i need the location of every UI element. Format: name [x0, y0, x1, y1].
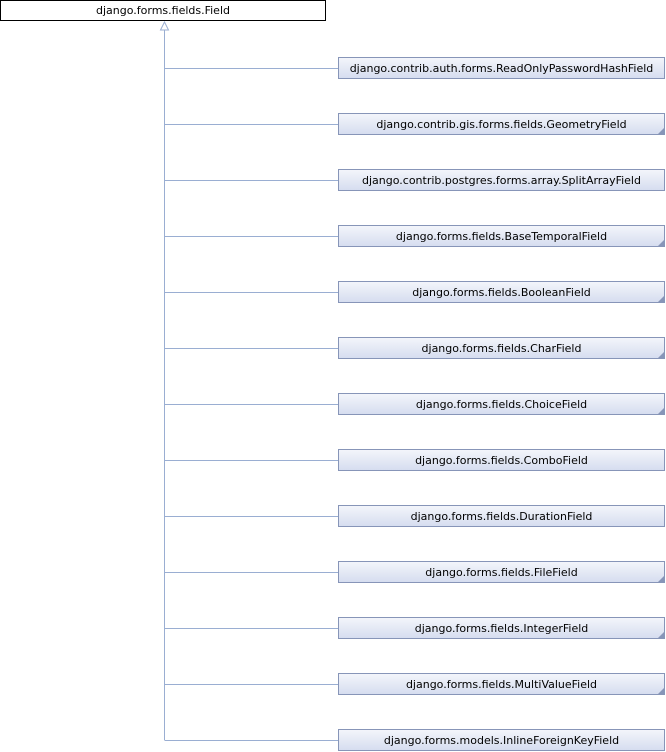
inheritance-arrowhead — [159, 20, 170, 31]
subclass-label: django.forms.fields.BaseTemporalField — [395, 229, 608, 243]
subclass-label: django.forms.fields.FileField — [425, 565, 578, 579]
subclass-box[interactable]: django.forms.fields.ChoiceField — [338, 393, 665, 415]
subclass-label: django.forms.models.InlineForeignKeyFiel… — [383, 733, 620, 747]
subclass-label: django.forms.fields.ChoiceField — [415, 397, 588, 411]
subclass-box[interactable]: django.contrib.postgres.forms.array.Spli… — [338, 169, 665, 191]
subclass-box[interactable]: django.forms.fields.MultiValueField — [338, 673, 665, 695]
subclass-box[interactable]: django.forms.fields.DurationField — [338, 505, 665, 527]
subclass-box[interactable]: django.contrib.gis.forms.fields.Geometry… — [338, 113, 665, 135]
base-class-label: django.forms.fields.Field — [96, 4, 230, 17]
subclass-box[interactable]: django.forms.models.InlineForeignKeyFiel… — [338, 729, 665, 751]
subclass-box[interactable]: django.forms.fields.CharField — [338, 337, 665, 359]
subclass-label: django.forms.fields.MultiValueField — [405, 677, 598, 691]
subclass-box[interactable]: django.forms.fields.ComboField — [338, 449, 665, 471]
subclass-label: django.contrib.postgres.forms.array.Spli… — [362, 173, 641, 187]
subclass-box[interactable]: django.forms.fields.BooleanField — [338, 281, 665, 303]
subclass-label: django.forms.fields.BooleanField — [412, 285, 591, 299]
subclass-label: django.forms.fields.CharField — [421, 341, 582, 355]
subclass-label: django.contrib.gis.forms.fields.Geometry… — [376, 117, 627, 131]
subclass-label: django.forms.fields.IntegerField — [414, 621, 589, 635]
subclass-box[interactable]: django.contrib.auth.forms.ReadOnlyPasswo… — [338, 57, 665, 79]
base-class-field[interactable]: django.forms.fields.Field — [0, 0, 326, 21]
subclass-label: django.contrib.auth.forms.ReadOnlyPasswo… — [349, 61, 654, 75]
subclass-label: django.forms.fields.DurationField — [410, 509, 593, 523]
subclass-label: django.forms.fields.ComboField — [415, 453, 588, 467]
subclass-box[interactable]: django.forms.fields.FileField — [338, 561, 665, 583]
subclass-box[interactable]: django.forms.fields.IntegerField — [338, 617, 665, 639]
subclass-box[interactable]: django.forms.fields.BaseTemporalField — [338, 225, 665, 247]
